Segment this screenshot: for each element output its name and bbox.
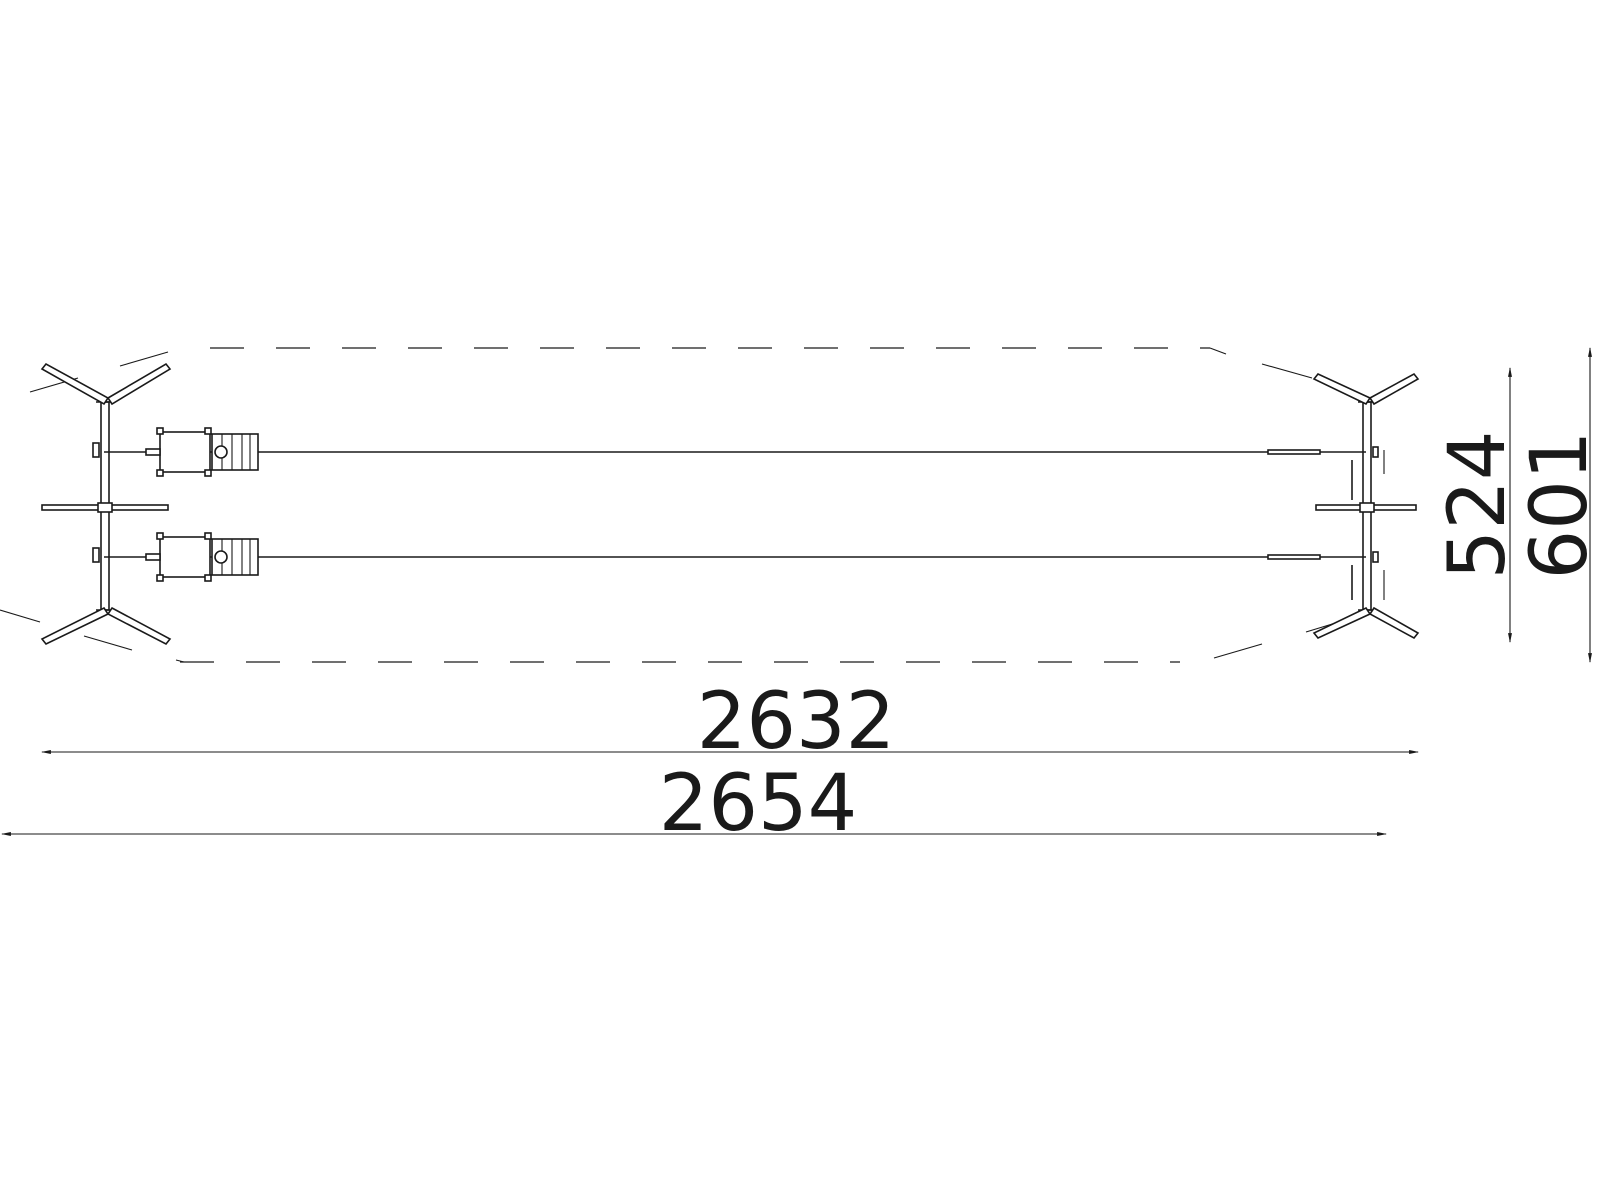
dimension-inner-length: 2632	[41, 677, 1419, 767]
dimension-inner-width: 524	[1433, 367, 1523, 643]
left-frame	[40, 362, 172, 646]
overall-length-label: 2654	[659, 759, 858, 849]
safety-zone-outline	[0, 347, 1385, 663]
inner-length-label: 2632	[697, 677, 896, 767]
trolley-seat-upper	[145, 427, 259, 477]
dimension-overall-length: 2654	[1, 759, 1387, 849]
trolley-seat-lower	[145, 532, 259, 582]
right-frame	[1312, 372, 1420, 640]
dimension-overall-width: 601	[1515, 347, 1600, 663]
overall-width-label: 601	[1515, 431, 1600, 580]
inner-width-label: 524	[1433, 431, 1523, 580]
cable-track-lower	[104, 554, 1366, 600]
cable-track-upper	[104, 449, 1366, 500]
